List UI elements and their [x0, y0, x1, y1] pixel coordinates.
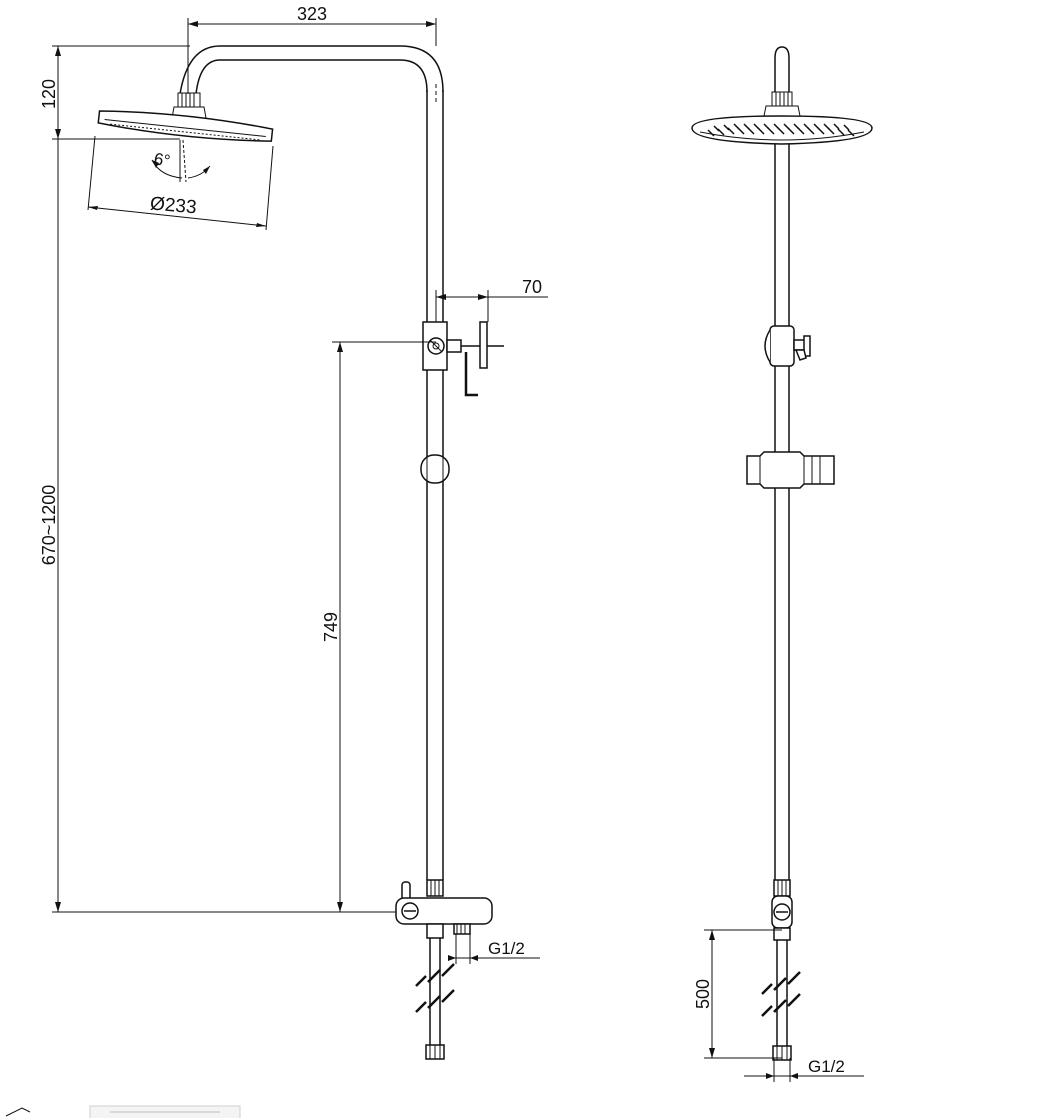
- mixer-height-dimension: [332, 341, 436, 912]
- head-diameter-label: Ø233: [149, 193, 197, 218]
- inlet-thread-label-side: G1/2: [808, 1057, 845, 1076]
- shower-head-side: [691, 115, 873, 145]
- adjustable-height-dimension: [52, 139, 404, 913]
- mixer-offset-label: 70: [522, 277, 542, 297]
- side-view: 500 G1/2: [691, 46, 873, 1082]
- inlet-hose-front: [415, 938, 455, 1060]
- thumbnail-strip: [5, 1105, 241, 1118]
- mixer-offset-dimension: [435, 290, 548, 322]
- arm-reach-label: 323: [297, 4, 327, 24]
- nozzle-pattern: [707, 123, 855, 137]
- inlet-thread-dimension-front: [448, 934, 540, 964]
- riser-pipe-side: [774, 144, 790, 880]
- arm-rise-dimension: [52, 45, 190, 140]
- diverter-block: [422, 321, 504, 397]
- diverter-side: [764, 325, 811, 367]
- mixer-height-label: 749: [321, 612, 341, 642]
- inlet-length-label: 500: [693, 979, 713, 1009]
- shower-arm: [179, 45, 444, 95]
- inlet-thread-dimension-side: [744, 1058, 864, 1082]
- arm-reach-dimension: [187, 18, 437, 94]
- head-diameter-dimension: [87, 135, 274, 231]
- tilt-angle-label: 6°: [152, 149, 171, 171]
- shower-head-front: [97, 110, 274, 142]
- head-connector: [171, 92, 207, 119]
- tilt-angle-marker: [151, 139, 211, 183]
- slider-holder-side: [746, 451, 835, 489]
- bottom-mixer-side: [771, 879, 793, 941]
- shower-arm-side: [763, 46, 801, 117]
- inlet-thread-label-front: G1/2: [488, 939, 525, 958]
- adjustable-height-label: 670~1200: [39, 485, 59, 566]
- inlet-length-dimension: [704, 929, 782, 1059]
- front-view: 323 120 6° Ø233 70 670~1200 749 G1/2: [39, 4, 548, 1060]
- bottom-mixer-front: [395, 879, 493, 939]
- slider-ring-front: [420, 454, 450, 484]
- arm-rise-label: 120: [39, 79, 59, 109]
- inlet-hose-side: [761, 940, 801, 1061]
